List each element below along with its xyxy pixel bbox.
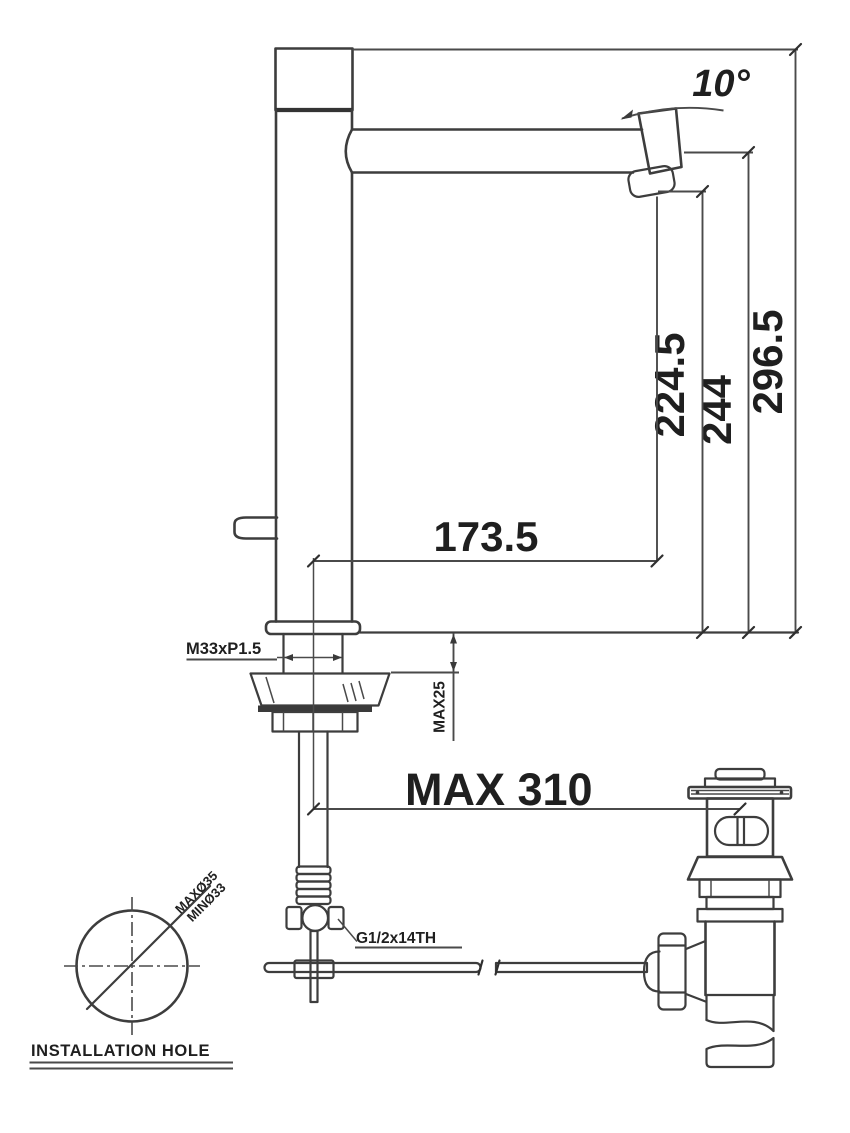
dim-outlet-height-text: 244 — [693, 374, 740, 445]
drain-body — [705, 797, 775, 858]
popup-rod-right — [494, 959, 649, 976]
dim-deck-thickness-text: MAX25 — [432, 681, 449, 733]
threaded-shank — [282, 632, 344, 674]
dim-aerator-height: 224.5 — [646, 184, 710, 640]
spout-nozzle — [637, 107, 683, 175]
drain-flange — [687, 785, 793, 800]
hole-diameter-line — [85, 884, 212, 1011]
dim-hose-distance: MAX 310 — [306, 764, 747, 816]
dim-overall-height-text: 296.5 — [744, 309, 791, 414]
dim-hose-distance-text: MAX 310 — [405, 764, 593, 815]
installation-hole-detail: MAXØ35 MINØ33 INSTALLATION HOLE — [29, 868, 233, 1070]
popup-rod-left — [263, 959, 484, 976]
drain-cap — [703, 767, 777, 789]
drain-cone — [686, 855, 794, 881]
dim-spout-angle: 10° — [620, 63, 751, 120]
lift-rod — [309, 929, 319, 1004]
drain-rings — [696, 878, 784, 923]
dim-shank-thread-text: M33xP1.5 — [186, 640, 261, 658]
lock-ring — [258, 705, 372, 712]
drain-tailpipe-break — [705, 1018, 775, 1069]
hose-corrugation — [295, 865, 332, 906]
escutcheon-cone — [249, 672, 391, 707]
dim-spout-reach: 173.5 — [306, 196, 664, 568]
dim-shank-thread: M33xP1.5 — [186, 640, 342, 661]
dim-outlet-height: 244 — [684, 145, 756, 640]
aerator — [627, 165, 676, 198]
faucet-handle-cap — [274, 47, 354, 113]
dim-supply-thread: G1/2x14TH — [337, 918, 462, 949]
mounting-nut — [271, 710, 359, 733]
hose-connector — [285, 904, 345, 932]
dim-overall-height: 296.5 — [744, 42, 803, 640]
drain-tube — [704, 920, 776, 1033]
installation-hole-caption: INSTALLATION HOLE — [31, 1042, 210, 1060]
faucet-body — [274, 108, 354, 623]
dim-spout-angle-text: 10° — [692, 63, 750, 105]
dim-supply-thread-text: G1/2x14TH — [356, 930, 436, 947]
ball-joint — [642, 932, 707, 1011]
supply-hose — [297, 730, 329, 869]
dim-spout-reach-text: 173.5 — [433, 513, 538, 560]
faucet-spout — [350, 128, 644, 174]
dim-aerator-height-text: 224.5 — [646, 332, 693, 437]
drain-overflow-slot — [713, 815, 770, 847]
handle-lever — [233, 516, 279, 540]
clevis-block — [293, 959, 335, 980]
dim-deck-thickness: MAX25 — [391, 633, 459, 741]
